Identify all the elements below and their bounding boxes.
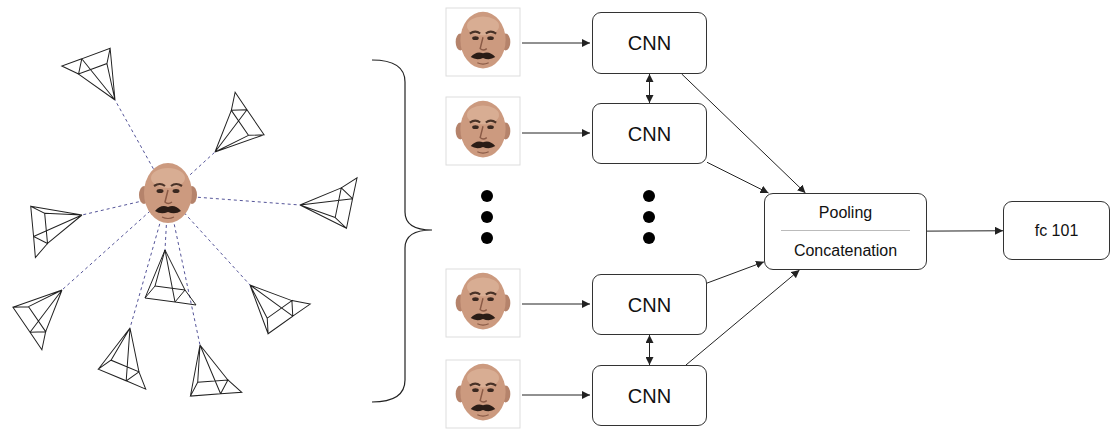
connector-arrow bbox=[707, 262, 764, 283]
fc-box: fc 101 bbox=[1003, 201, 1110, 260]
cnn-box: CNN bbox=[592, 365, 707, 426]
face-model bbox=[139, 163, 197, 223]
node-label: Concatenation bbox=[781, 230, 910, 260]
cnn-box: CNN bbox=[592, 103, 707, 164]
node-label: CNN bbox=[628, 384, 671, 408]
connector-arrow bbox=[649, 74, 650, 103]
camera-rays bbox=[62, 100, 300, 345]
ellipsis-dots bbox=[481, 190, 655, 244]
brace bbox=[372, 60, 432, 402]
node-label: CNN bbox=[628, 122, 671, 146]
node-label: fc 101 bbox=[1035, 221, 1079, 240]
cnn-box: CNN bbox=[592, 12, 707, 74]
camera-frustums bbox=[8, 42, 357, 403]
connector-arrow bbox=[927, 230, 1003, 231]
connector-arrow bbox=[649, 335, 650, 365]
node-label: CNN bbox=[628, 31, 671, 55]
pooling-box: PoolingConcatenation bbox=[764, 193, 927, 270]
face-views bbox=[446, 8, 520, 428]
node-label: Pooling bbox=[819, 203, 872, 222]
cnn-box: CNN bbox=[592, 274, 707, 335]
input-arrows bbox=[522, 43, 590, 395]
connector-arrow bbox=[707, 162, 769, 193]
node-label: CNN bbox=[628, 293, 671, 317]
